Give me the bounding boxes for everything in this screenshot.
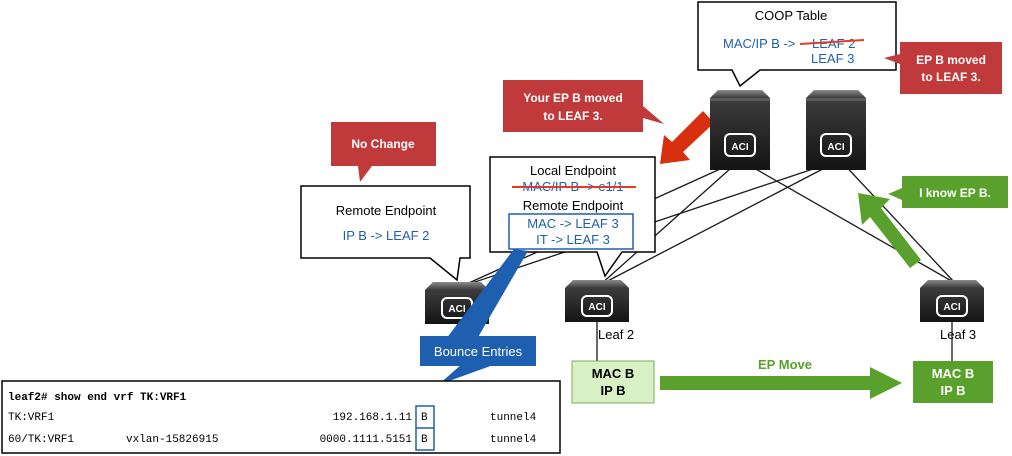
leaf3-label: Leaf 3 [940,327,976,342]
cli-output-box: leaf2# show end vrf TK:VRF1 TK:VRF1 192.… [1,380,561,454]
cli-row1-col5: tunnel4 [490,412,537,424]
link-spine2-leaf2 [599,159,841,286]
coop-entry-prefix: MAC/IP B -> [723,36,795,51]
callout-ep-b-moved-line1: EP B moved [916,53,986,67]
cli-row2-col1: 60/TK:VRF1 [8,434,74,446]
learn-arrow [858,193,921,268]
link-spine1-leaf2 [599,159,741,286]
cli-row2-flag: B [421,434,428,446]
coop-entry-old-leaf: LEAF 2 [812,36,855,51]
coop-entry-new-leaf: LEAF 3 [811,51,854,66]
spine2-aci-badge: ACI [827,142,844,153]
notify-arrow [660,111,714,164]
callout-no-change-text: No Change [351,137,415,151]
cli-row2-col5: tunnel4 [490,434,537,446]
link-spine2-leaf3 [839,159,956,284]
callout-your-ep-b-moved: Your EP B moved to LEAF 3. [503,80,664,132]
coop-strikethrough [799,39,865,45]
spine1-aci-badge: ACI [731,142,748,153]
leaf1-aci-badge: ACI [448,304,465,315]
ep-move-label: EP Move [758,357,812,372]
callout-bounce-entries-text: Bounce Entries [434,344,523,359]
ep-move-arrow: EP Move [660,357,902,399]
coop-table-title: COOP Table [755,8,828,23]
endpoint-old-mac: MAC B [592,366,635,381]
callout-bounce-entries: Bounce Entries [420,249,536,385]
leaf2-label: Leaf 2 [598,327,634,342]
endpoint-new: MAC B IP B [913,361,993,403]
leaf1-remote-endpoint-title: Remote Endpoint [336,203,437,218]
callout-your-ep-b-moved-line2: to LEAF 3. [543,109,602,123]
leaf-switch-2: ACI [565,280,629,322]
cli-row2-col3: 0000.1111.5151 [320,434,413,446]
leaf1-remote-endpoint-entry: IP B -> LEAF 2 [343,228,430,243]
cli-row1-col3: 192.168.1.11 [333,412,413,424]
remote-endpoint-title: Remote Endpoint [523,198,624,213]
cli-row1-flag: B [421,412,428,424]
remote-endpoint-ip-entry: IT -> LEAF 3 [536,232,610,247]
local-endpoint-title: Local Endpoint [530,163,616,178]
callout-i-know-ep-b-text: I know EP B. [919,186,991,200]
callout-your-ep-b-moved-line1: Your EP B moved [523,91,623,105]
callout-ep-b-moved-line2: to LEAF 3. [921,70,980,84]
link-spine1-leaf3 [739,159,956,284]
cli-command: leaf2# show end vrf TK:VRF1 [8,392,187,404]
endpoint-old-ip: IP B [600,383,625,398]
leaf1-remote-endpoint-bubble: Remote Endpoint IP B -> LEAF 2 [300,185,471,282]
endpoint-new-mac: MAC B [932,366,975,381]
endpoint-new-ip: IP B [940,383,965,398]
bounce-highlight-box [508,213,634,250]
callout-ep-b-moved: EP B moved to LEAF 3. [884,42,1002,94]
leaf-switch-3: ACI [920,280,984,322]
spine-switch-2: ACI [806,90,866,170]
callout-no-change: No Change [331,122,436,182]
callout-i-know-ep-b: I know EP B. [888,176,1008,208]
cli-row2-col2: vxlan-15826915 [126,434,218,446]
coop-table-bubble: COOP Table MAC/IP B -> LEAF 2 LEAF 3 [697,1,897,88]
remote-endpoint-mac-entry: MAC -> LEAF 3 [527,216,618,231]
leaf2-endpoint-bubble: Local Endpoint MAC/IP B -> e1/1 Remote E… [489,156,656,278]
cli-row1-col1: TK:VRF1 [8,412,55,424]
leaf2-aci-badge: ACI [588,302,605,313]
spine-switch-1: ACI [710,90,770,170]
leaf3-aci-badge: ACI [943,302,960,313]
endpoint-old: MAC B IP B [571,360,655,404]
